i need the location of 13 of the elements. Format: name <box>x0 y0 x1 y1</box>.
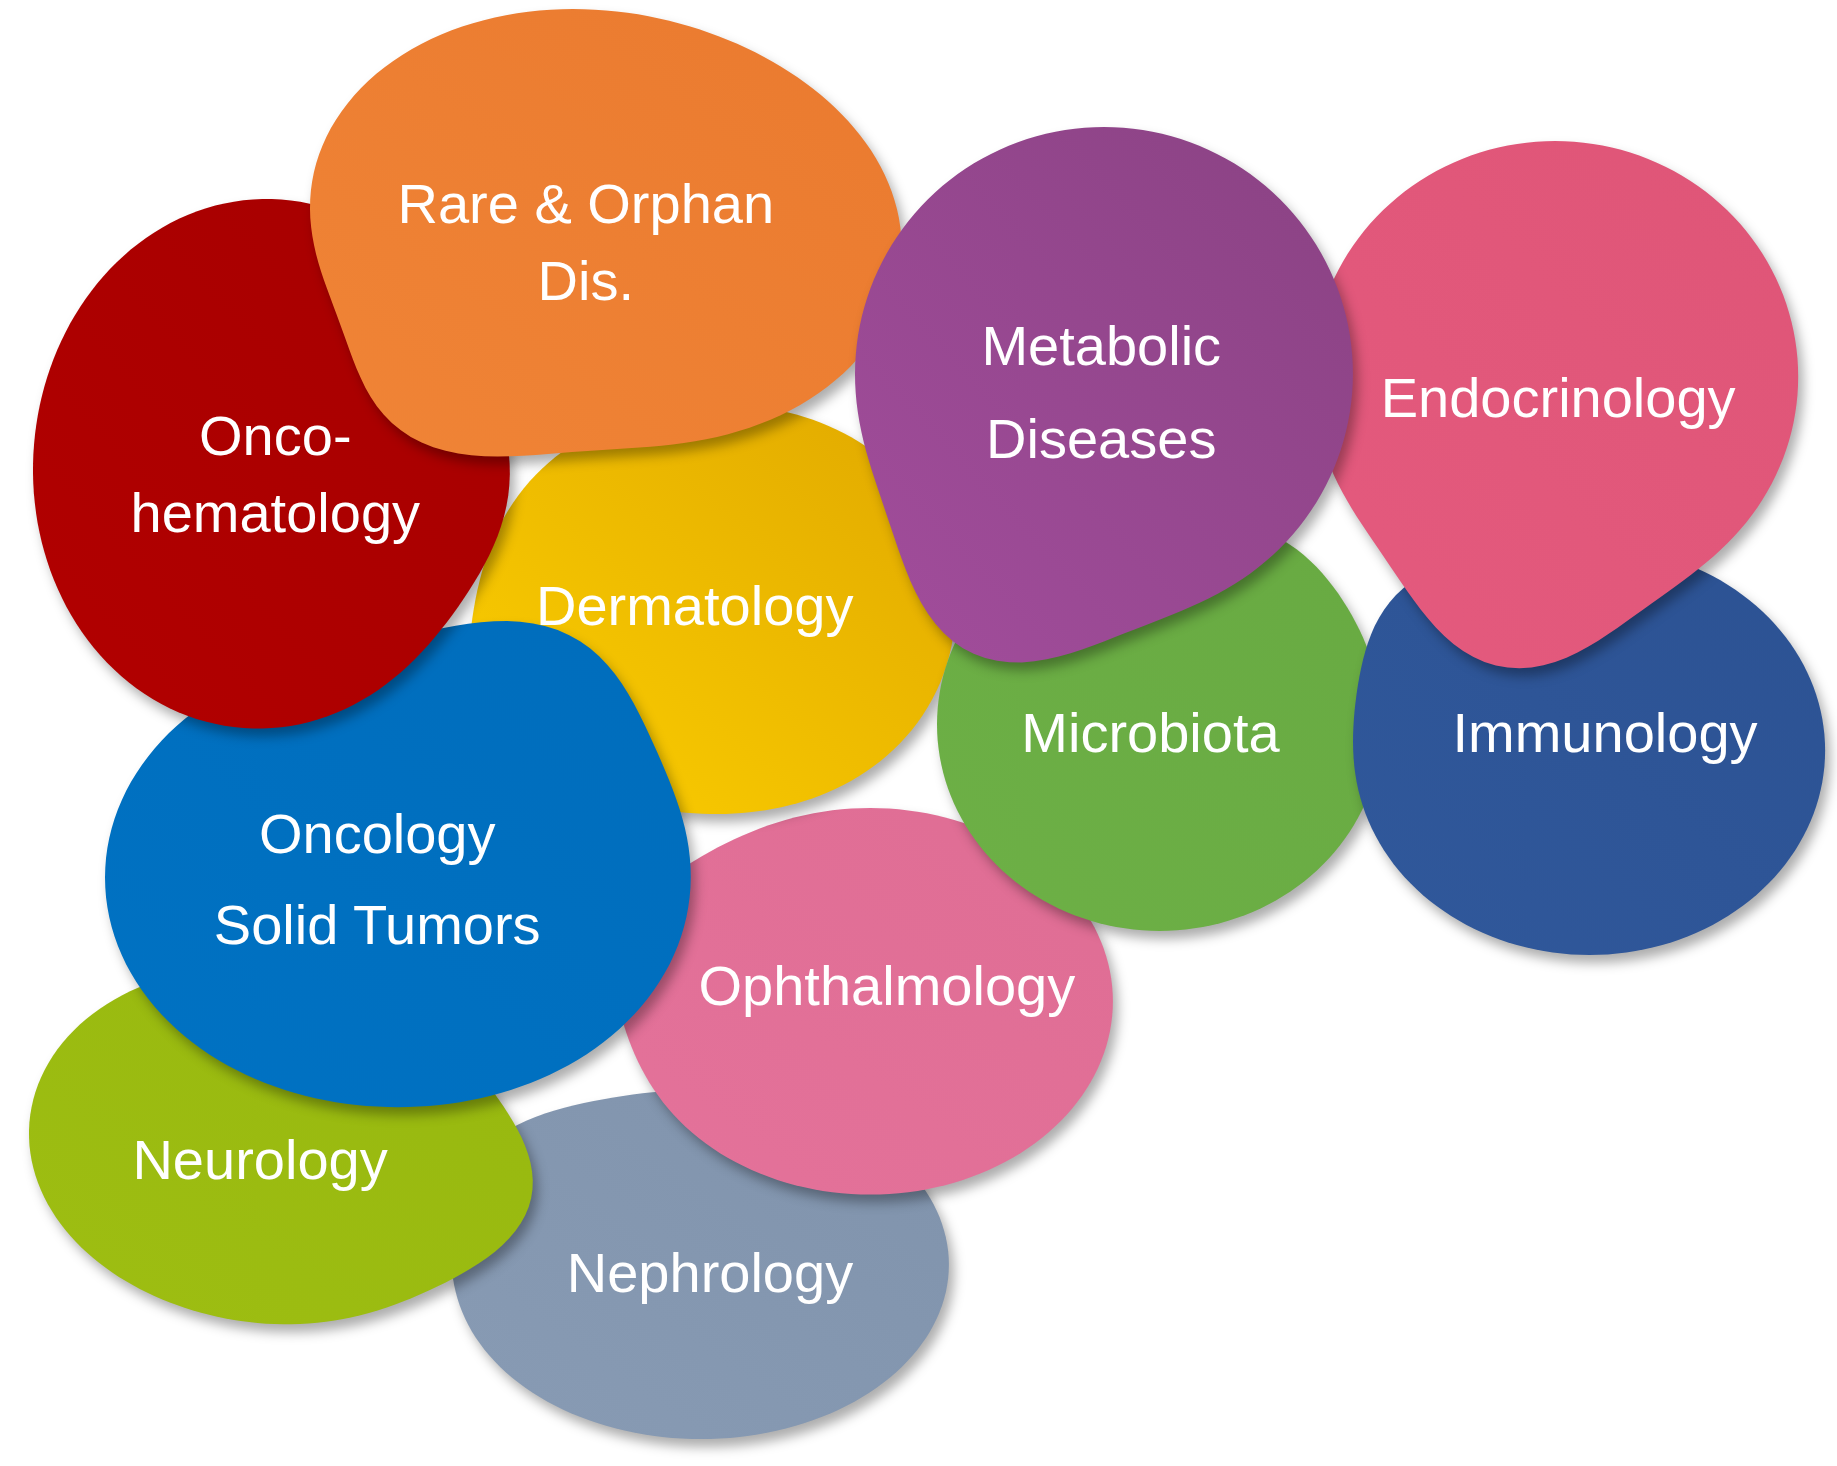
topic-label: Metabolic Diseases <box>981 313 1222 472</box>
topic-label: Immunology <box>1452 700 1758 767</box>
topic-label: Oncology Solid Tumors <box>212 800 542 958</box>
topic-label: Microbiota <box>1021 700 1280 767</box>
topic-label: Rare & Orphan Dis. <box>396 171 776 314</box>
topic-bubble <box>451 1089 949 1439</box>
topic-label: Onco- hematology <box>130 403 421 546</box>
topic-label: Neurology <box>132 1126 388 1193</box>
topic-label: Ophthalmology <box>698 953 1076 1020</box>
topic-label: Nephrology <box>566 1240 854 1307</box>
topic-bubble <box>855 126 1354 662</box>
topic-label: Dermatology <box>536 572 854 639</box>
topic-label: Endocrinology <box>1380 365 1736 432</box>
